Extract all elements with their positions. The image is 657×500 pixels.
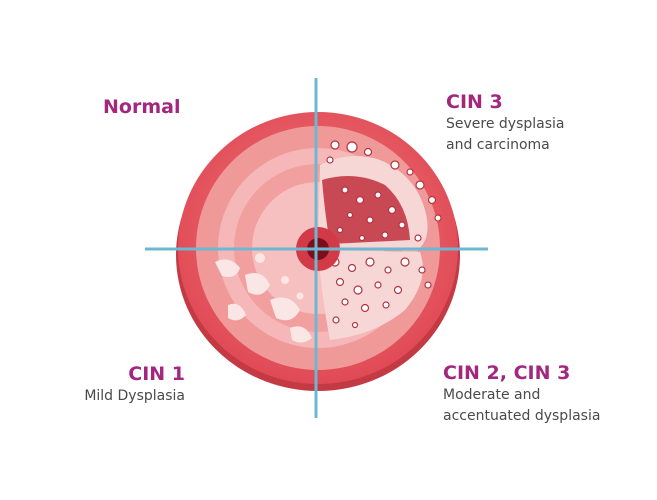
cin23-desc-line-1: Moderate and [443,387,541,403]
cin1-desc-line-1: Mild Dysplasia [84,388,185,404]
lesion-cin23-cells [330,257,432,329]
quadrant-normal-label: Normal [103,95,180,119]
cin3-title: CIN 3 [446,91,503,113]
quadrant-cin23-label: CIN 2, CIN 3 Moderate and accentuated dy… [443,361,600,427]
lesion-cin1 [215,253,312,343]
lesion-cin3-cells [326,140,442,242]
normal-title: Normal [103,96,181,118]
quadrant-cin3-label: CIN 3 Severe dysplasia and carcinoma [446,90,565,156]
cin23-title: CIN 2, CIN 3 [443,362,571,384]
cin23-desc-line-2: accentuated dysplasia [443,408,601,424]
quadrant-cin1-label: CIN 1 Mild Dysplasia [84,362,185,407]
cin1-title: CIN 1 [128,363,185,385]
cin3-desc-line-1: Severe dysplasia [446,116,565,132]
cin3-desc-line-2: and carcinoma [446,137,550,153]
lesion-cin23 [318,250,423,340]
